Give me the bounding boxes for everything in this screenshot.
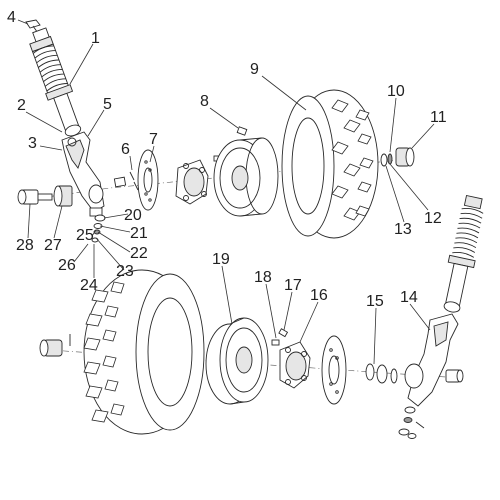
callout-3: 3 (28, 135, 37, 152)
part-16-hub-lower (279, 341, 311, 389)
part-1-shock-absorber (29, 27, 82, 137)
part-28-end-cap (17, 189, 53, 205)
part-7-brake-disc (137, 149, 159, 211)
part-9-tire-upper (281, 89, 379, 239)
callout-12: 12 (424, 210, 442, 227)
callout-8: 8 (200, 93, 209, 110)
part-15-bearing (365, 363, 398, 384)
part-14-shock-absorber-lower (443, 194, 484, 313)
small-hardware-lower (398, 406, 425, 439)
callout-25: 25 (76, 227, 94, 244)
callout-16: 16 (310, 287, 328, 304)
upper-wheel-hub (175, 159, 209, 205)
callout-18: 18 (254, 269, 272, 286)
callout-6: 6 (121, 141, 130, 158)
callout-10: 10 (387, 83, 405, 100)
callout-labels: 1 2 3 4 5 6 7 8 9 10 11 12 13 14 15 16 1… (7, 9, 447, 310)
callout-7: 7 (149, 131, 158, 148)
part-27-bushing (53, 185, 73, 207)
lower-hub-cap (39, 334, 71, 357)
callout-23: 23 (116, 263, 134, 280)
callout-1: 1 (91, 30, 100, 47)
part-10-13-spacer-washers (380, 153, 393, 167)
callout-9: 9 (250, 61, 259, 78)
callout-17: 17 (284, 277, 302, 294)
callout-4: 4 (7, 9, 16, 26)
lower-steering-knuckle (404, 313, 464, 407)
callout-14: 14 (400, 289, 418, 306)
leader-lines (17, 19, 435, 365)
part-17-18-bolts (271, 328, 289, 346)
upper-wheel-rim (213, 137, 279, 217)
callout-28: 28 (16, 237, 34, 254)
callout-21: 21 (130, 225, 148, 242)
callout-5: 5 (103, 96, 112, 113)
part-11-hub-cap (395, 147, 415, 167)
callout-19: 19 (212, 251, 230, 268)
lower-brake-disc (321, 335, 347, 405)
small-hardware-upper (91, 214, 106, 243)
callout-20: 20 (124, 207, 142, 224)
callout-11: 11 (430, 109, 447, 126)
part-19-rim-lower (205, 317, 269, 405)
upper-axis-line (24, 159, 401, 201)
callout-22: 22 (130, 245, 148, 262)
callout-27: 27 (44, 237, 62, 254)
part-3-steering-knuckle (61, 131, 105, 217)
callout-26: 26 (58, 257, 76, 274)
lower-tire (83, 269, 205, 435)
callout-2: 2 (17, 97, 26, 114)
part-6-bolts (113, 171, 139, 191)
callout-13: 13 (394, 221, 412, 238)
callout-15: 15 (366, 293, 384, 310)
callout-24: 24 (80, 277, 98, 294)
